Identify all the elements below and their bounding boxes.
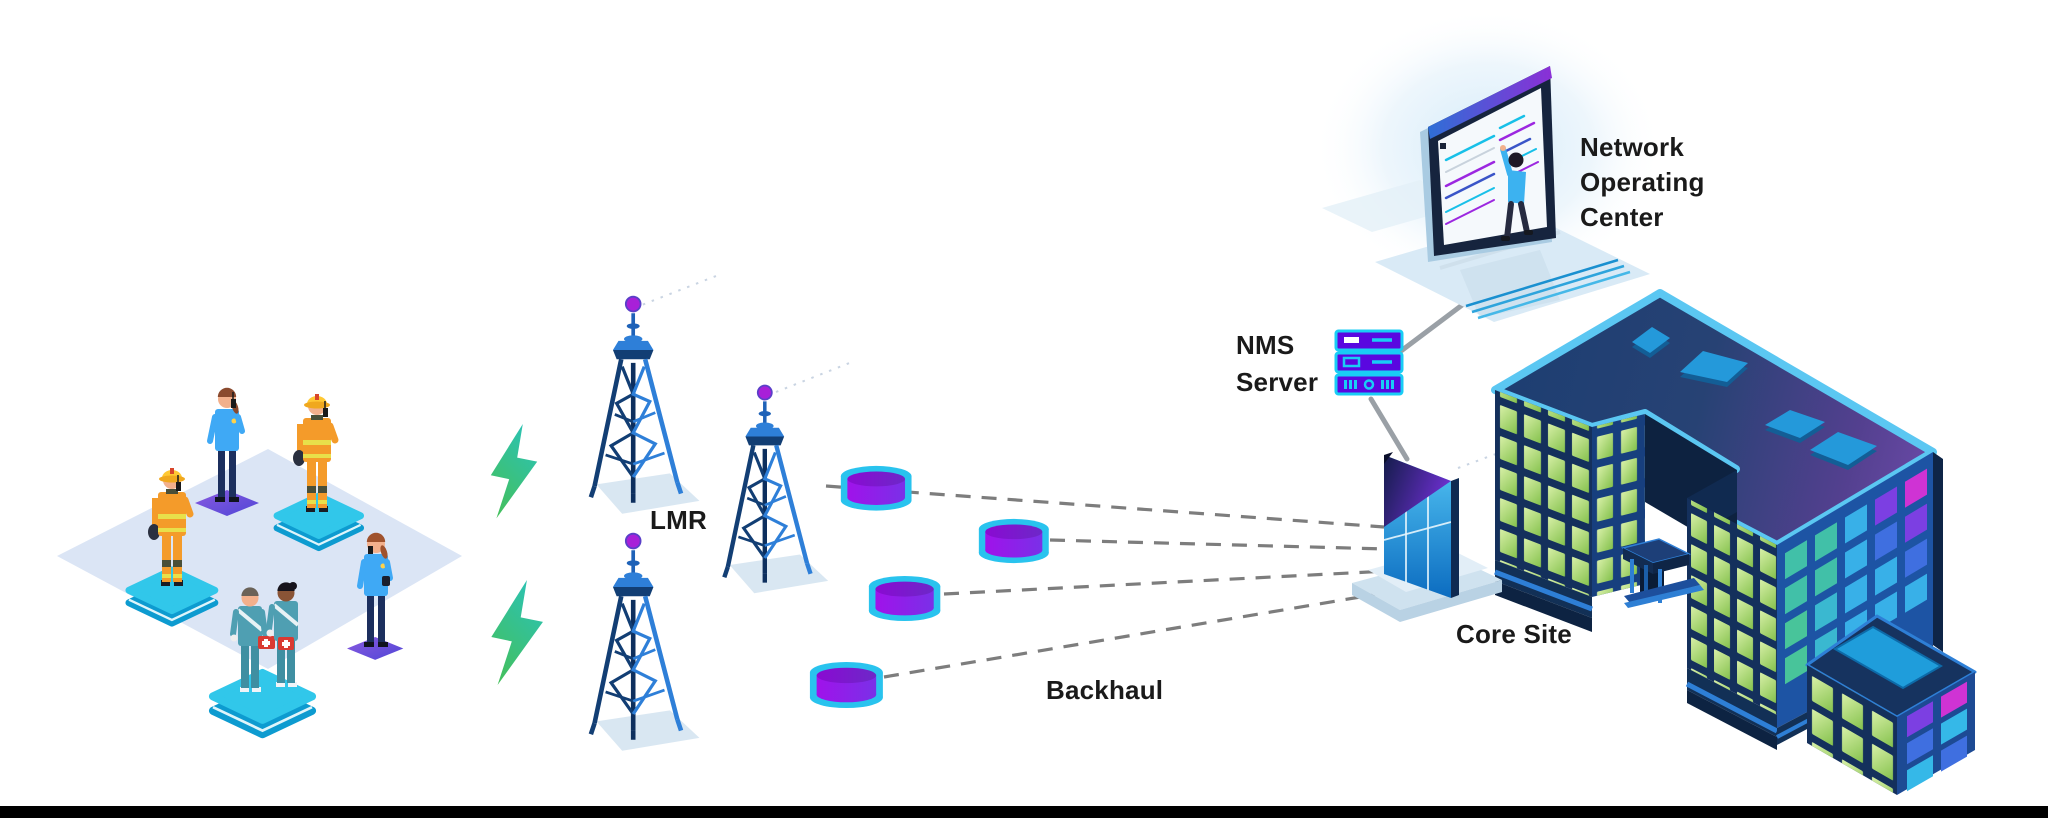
responder-pad	[213, 673, 312, 734]
backhaul-link-3	[943, 569, 1389, 596]
solar-panels	[1632, 327, 1877, 470]
police-officer	[357, 532, 393, 647]
connector-nms-core	[1368, 396, 1410, 462]
noc-label-line3: Center	[1580, 202, 1664, 232]
radio-tower-icon	[591, 297, 700, 514]
noc-label: Network Operating Center	[1580, 130, 1705, 235]
footer-bar	[0, 806, 2048, 818]
building-icon	[1491, 289, 1977, 795]
backhaul-link-4	[883, 590, 1391, 679]
building-entrance	[1620, 538, 1704, 608]
backhaul-node-icon	[868, 575, 941, 622]
paramedic	[230, 587, 275, 692]
police-officer	[207, 387, 245, 502]
first-responders-group	[57, 387, 462, 734]
operator-person	[1500, 145, 1533, 241]
noc-monitor-icon	[1313, 8, 1663, 322]
lightning-icon	[491, 580, 543, 686]
backhaul-node-icon	[809, 661, 883, 709]
radio-tower-icon	[591, 534, 700, 751]
paramedic	[266, 582, 300, 687]
noc-label-line1: Network	[1580, 132, 1684, 162]
core-site-label: Core Site	[1456, 619, 1572, 649]
backhaul-node-icon	[840, 465, 912, 511]
core-site-icon	[1352, 452, 1502, 622]
responder-mat	[347, 637, 404, 660]
nms-server-label-line1: NMS	[1236, 330, 1295, 360]
nms-server-icon	[1334, 329, 1404, 396]
nms-server-label: NMS Server	[1236, 327, 1318, 401]
annex-building	[1805, 614, 1977, 795]
ground-plane	[57, 449, 462, 669]
firefighter	[293, 394, 339, 512]
backhaul-node-icon	[978, 518, 1049, 564]
backhaul-label: Backhaul	[1046, 675, 1164, 705]
lmr-label: LMR	[650, 505, 707, 535]
lightning-icon	[490, 424, 538, 519]
radio-tower-icon	[724, 386, 828, 594]
noc-label-line2: Operating	[1580, 167, 1705, 197]
nms-server-label-line2: Server	[1236, 367, 1319, 397]
backhaul-links	[825, 484, 1391, 679]
backhaul-link-2	[1049, 538, 1387, 551]
firefighter	[148, 468, 194, 586]
